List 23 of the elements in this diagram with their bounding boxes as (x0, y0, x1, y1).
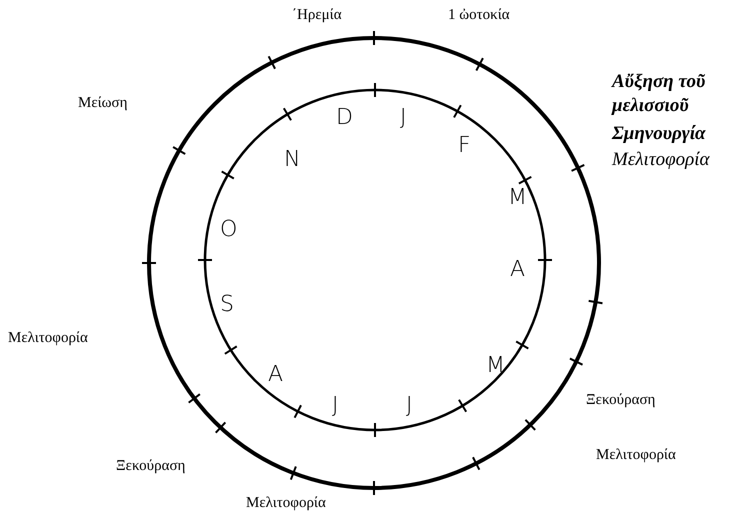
month-letter: M (486, 352, 505, 380)
phase-label: Μείωση (78, 94, 128, 113)
month-letter: J (400, 104, 406, 132)
month-letter: F (458, 132, 471, 160)
phase-label: Ξεκούραση (116, 457, 186, 476)
phase-label: Σμηνουργία (612, 122, 707, 146)
phase-label: Ξεκούραση (586, 391, 656, 410)
month-letter: O (220, 216, 238, 244)
month-letter: J (406, 392, 412, 420)
month-letter: A (268, 361, 284, 388)
month-letter: N (284, 146, 300, 174)
phase-label: Μελιτοφορία (246, 494, 326, 513)
phase-label: Αὔξηση τοῦ μελισσιοῦ (612, 70, 706, 118)
month-letter: S (220, 291, 234, 318)
phase-label: Μελιτοφορία (596, 446, 676, 465)
phase-label: ΄Ηρεμία (292, 6, 342, 25)
phase-label: 1 ὠοτοκία (448, 6, 510, 25)
month-letter: J (332, 392, 338, 420)
month-letter: D (336, 104, 353, 132)
month-letter: M (508, 184, 527, 212)
phase-label: Μελιτοφορία (8, 329, 88, 348)
phase-label: Μελιτοφορία (612, 148, 710, 172)
month-letter: A (510, 256, 526, 284)
